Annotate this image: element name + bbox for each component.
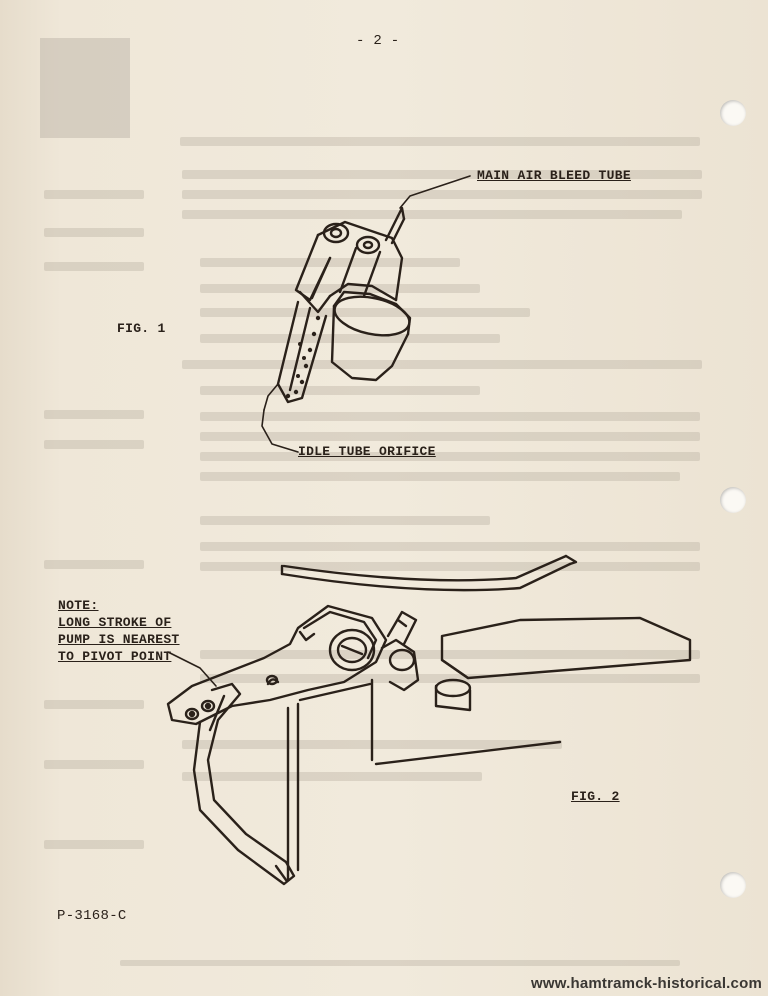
bleed-through-text	[200, 412, 700, 421]
watermark: www.hamtramck-historical.com	[531, 975, 762, 992]
bleed-through-text	[44, 840, 144, 849]
fig2-label: FIG. 2	[571, 789, 620, 804]
bleed-through-text	[200, 386, 480, 395]
bleed-through-text	[200, 472, 680, 481]
bleed-through-text	[200, 452, 700, 461]
bleed-through-text	[200, 542, 700, 551]
form-number: P-3168-C	[57, 908, 127, 924]
fig2-pump-linkage	[166, 554, 692, 886]
binder-hole	[720, 100, 746, 126]
bleed-through-text	[44, 190, 144, 199]
bleed-through-text	[200, 674, 700, 683]
bleed-through-text	[120, 960, 680, 966]
callout-main-air-bleed-tube: MAIN AIR BLEED TUBE	[477, 168, 631, 183]
bleed-through-text	[200, 562, 700, 571]
bleed-through-text	[182, 360, 702, 369]
bleed-through-text	[200, 258, 460, 267]
bleed-through-text	[44, 760, 144, 769]
bleed-through-text	[44, 228, 144, 237]
bleed-through-text	[182, 170, 702, 179]
bleed-through-text	[200, 516, 490, 525]
bleed-through-text	[44, 262, 144, 271]
bleed-through-text	[44, 700, 144, 709]
bleed-through-text	[200, 650, 700, 659]
binder-hole	[720, 872, 746, 898]
bleed-through-text	[182, 190, 702, 199]
bleed-through-text	[44, 560, 144, 569]
bleed-through-logo	[40, 38, 130, 138]
bleed-through-text	[182, 210, 682, 219]
bleed-through-text	[44, 410, 144, 419]
bleed-through-text	[44, 440, 144, 449]
fig1-carburetor-part	[261, 175, 471, 453]
bleed-through-text	[182, 772, 482, 781]
callout-idle-tube-orifice: IDLE TUBE ORIFICE	[298, 444, 436, 459]
bleed-through-text	[200, 308, 530, 317]
bleed-through-text	[180, 137, 700, 146]
bleed-through-text	[200, 432, 700, 441]
fig1-label: FIG. 1	[117, 321, 166, 336]
page-number: - 2 -	[356, 33, 400, 49]
fig2-note: NOTE: LONG STROKE OF PUMP IS NEAREST TO …	[58, 598, 180, 664]
bleed-through-text	[200, 334, 500, 343]
binder-hole	[720, 487, 746, 513]
